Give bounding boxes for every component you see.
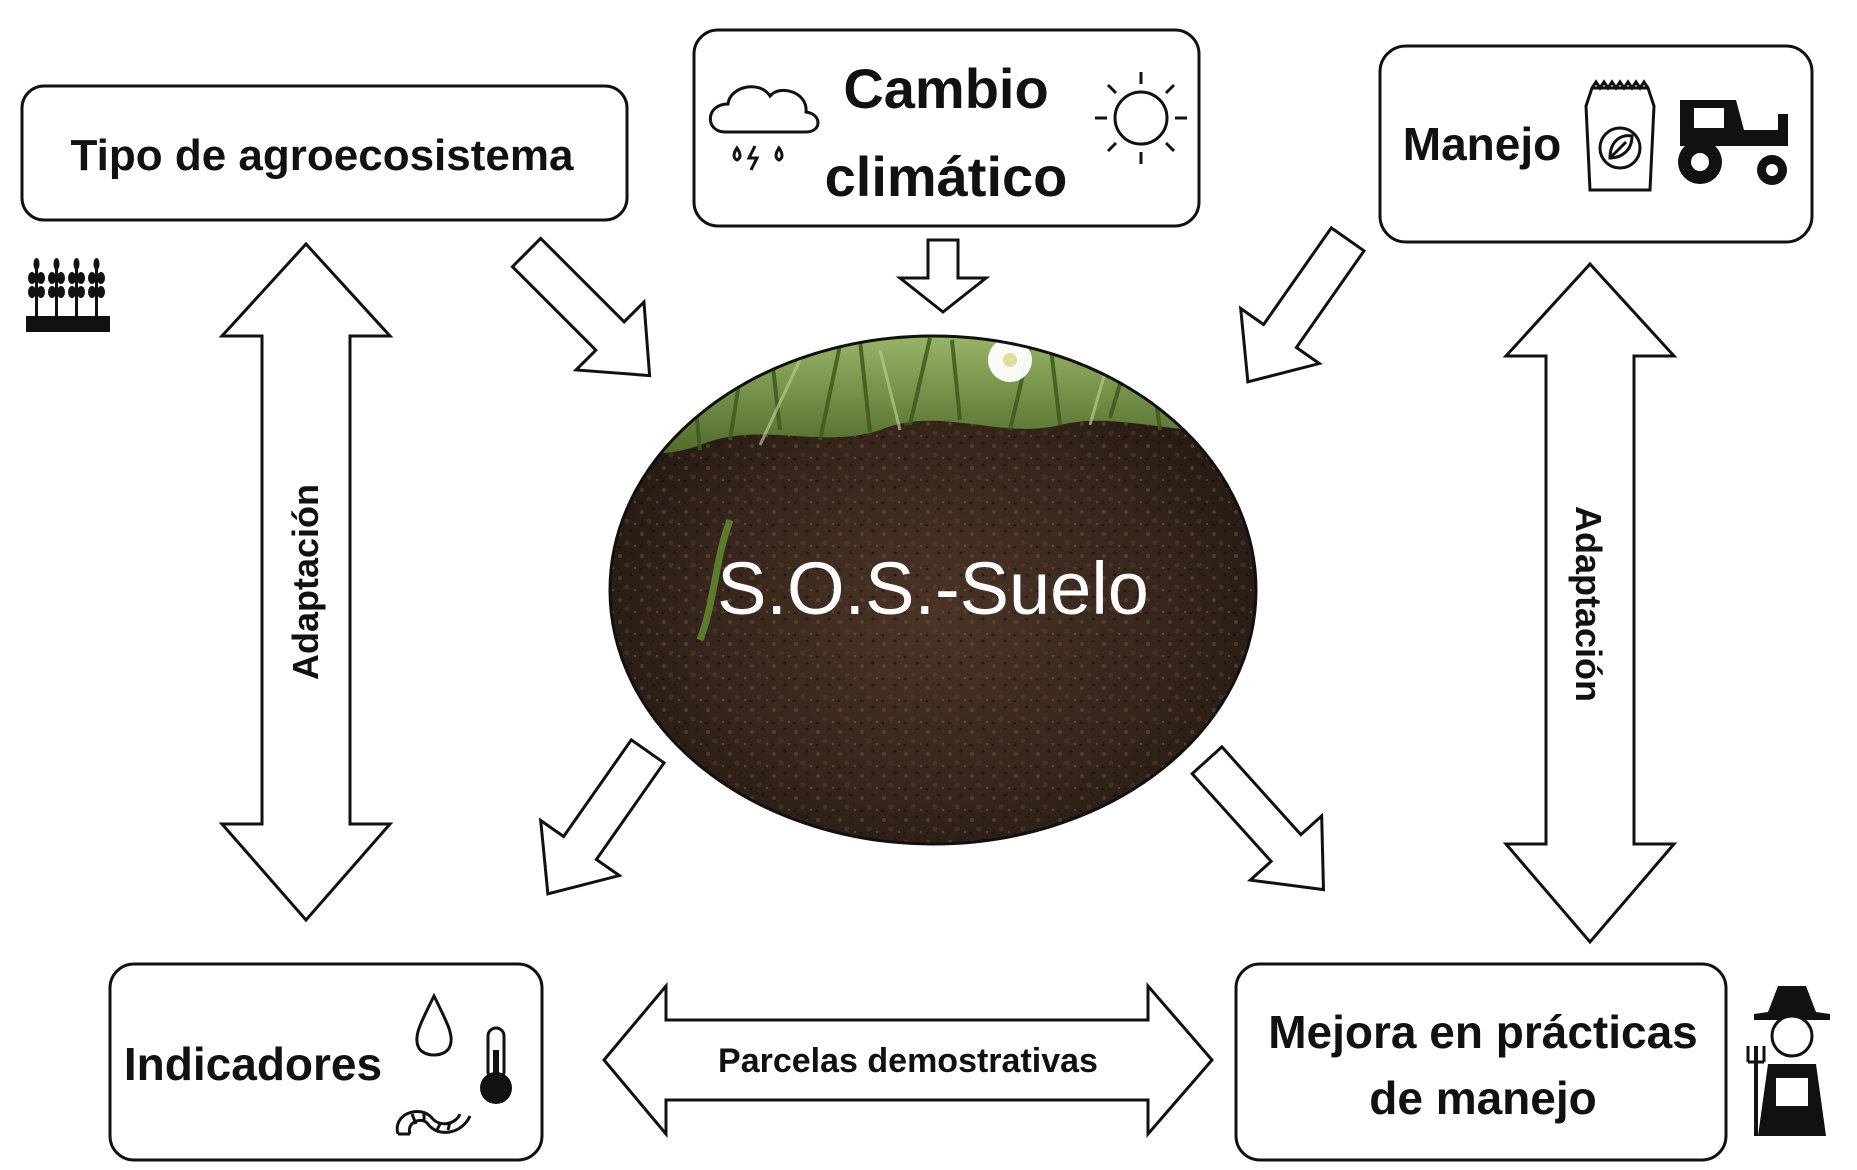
management-box: Manejo xyxy=(1378,44,1814,244)
agroecosystem-box: Tipo de agroecosistema xyxy=(20,84,629,222)
left-adaptation-arrow xyxy=(218,241,394,923)
demonstration-plots-arrow xyxy=(602,981,1214,1139)
left-adaptation-label: Adaptación xyxy=(285,484,326,680)
thermometer-icon xyxy=(480,1026,512,1104)
rain-cloud-icon xyxy=(708,85,820,171)
arrow-soil-to-indicators xyxy=(538,737,667,896)
climate-change-box: Cambio climático xyxy=(692,28,1201,228)
indicators-label: Indicadores xyxy=(124,1038,382,1090)
right-adaptation-arrow xyxy=(1502,261,1678,945)
center-title: S.O.S.-Suelo xyxy=(717,547,1149,630)
agroecosystem-label: Tipo de agroecosistema xyxy=(71,131,574,180)
climate-change-line2: climático xyxy=(825,145,1068,208)
right-adaptation-label: Adaptación xyxy=(1568,506,1609,702)
arrow-management-to-soil xyxy=(1238,225,1367,384)
indicators-box: Indicadores xyxy=(108,962,544,1162)
practice-improvement-line2: de manejo xyxy=(1369,1072,1597,1124)
practice-improvement-box: Mejora en prácticas de manejo xyxy=(1234,962,1728,1162)
earthworm-icon xyxy=(395,1109,472,1136)
management-label: Manejo xyxy=(1403,118,1561,170)
soil-center-oval xyxy=(608,334,1258,846)
tractor-icon xyxy=(1678,100,1788,185)
arrow-climate-to-soil xyxy=(895,238,991,314)
arrow-soil-to-improvement xyxy=(1190,744,1326,892)
arrow-agroecosystem-to-soil xyxy=(510,236,652,378)
demonstration-plots-label: Parcelas demostrativas xyxy=(718,1042,1098,1080)
water-drop-icon xyxy=(415,992,453,1057)
sun-icon xyxy=(1095,72,1187,164)
wheat-field-icon xyxy=(26,258,110,332)
climate-change-line1: Cambio xyxy=(843,57,1048,120)
fertilizer-bag-icon xyxy=(1584,79,1656,192)
farmer-icon xyxy=(1746,986,1830,1136)
practice-improvement-line1: Mejora en prácticas xyxy=(1268,1006,1698,1058)
